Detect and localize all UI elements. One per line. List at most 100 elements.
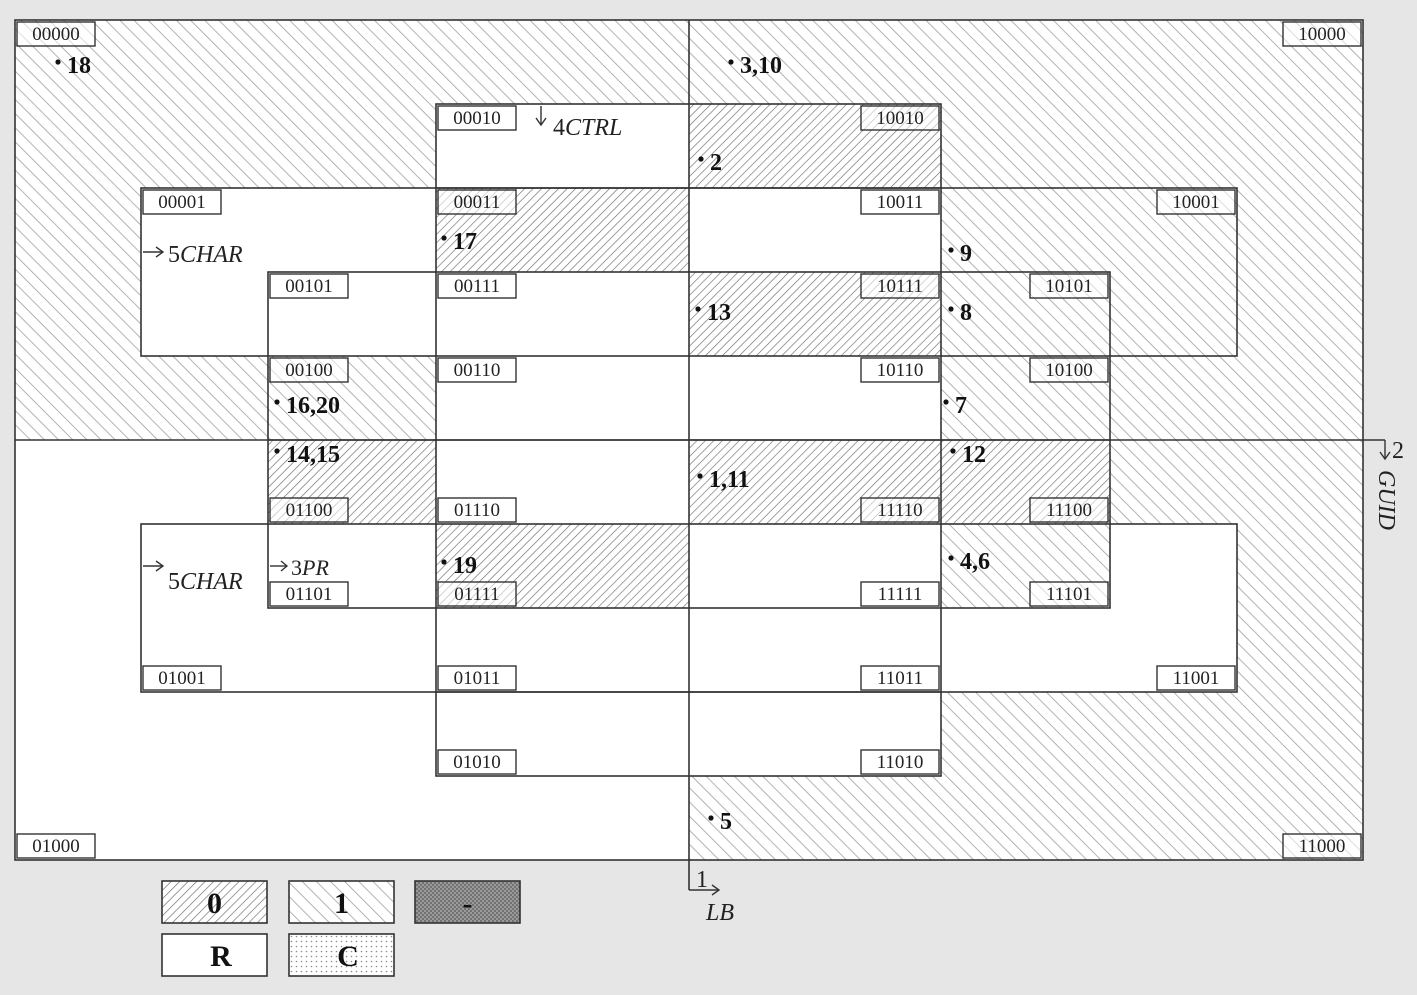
regions-one-inner — [268, 188, 1237, 608]
lb-variable-label: 1 LB — [689, 867, 734, 926]
cell-code-box — [437, 665, 517, 691]
cell-code-text: 11110 — [877, 500, 922, 521]
cell-code-text: 01111 — [454, 584, 499, 605]
cell-code-text: 01010 — [453, 752, 501, 773]
cell-code-text: 11101 — [1046, 584, 1092, 605]
minterm-point: 1,11 — [697, 467, 750, 493]
cell-code-label: 01110 — [437, 497, 517, 523]
point-dot — [948, 555, 954, 561]
cell-code-box — [1029, 497, 1109, 523]
point-label: 1,11 — [709, 467, 750, 493]
minterm-point: 12 — [950, 442, 986, 468]
cell-code-label: 10110 — [860, 357, 940, 383]
cell-code-label: 10111 — [860, 273, 940, 299]
cell-code-text: 01101 — [286, 584, 333, 605]
legend-item-zero: 0 — [161, 880, 268, 924]
minterm-point: 13 — [695, 300, 731, 326]
variable-labels: 4CTRL 5CHAR 5CHAR 3PR 2 GUID 1 LB — [143, 106, 1404, 926]
cell-code-box — [860, 273, 940, 299]
cell-code-text: 01001 — [158, 668, 206, 689]
point-dot — [728, 59, 734, 65]
svg-text:3PR: 3PR — [291, 555, 329, 580]
cell-code-label: 11101 — [1029, 581, 1109, 607]
cell-code-text: 10010 — [876, 108, 924, 129]
cell-code-text: 00101 — [285, 276, 333, 297]
cell-code-text: 10111 — [877, 276, 923, 297]
minterm-point: 14,15 — [274, 442, 340, 468]
point-dot — [698, 156, 704, 162]
cell-code-label: 00110 — [437, 357, 517, 383]
cell-code-box — [860, 189, 940, 215]
cell-code-box — [1029, 273, 1109, 299]
cell-code-text: 10000 — [1298, 24, 1346, 45]
cell-code-box — [1029, 581, 1109, 607]
cell-code-text: 01110 — [454, 500, 500, 521]
cell-code-label: 11010 — [860, 749, 940, 775]
svg-text:2: 2 — [1392, 438, 1404, 464]
point-label: 9 — [960, 241, 972, 267]
minterm-point: 16,20 — [274, 393, 340, 419]
svg-text:-: - — [463, 887, 473, 920]
cell-code-label: 10010 — [860, 105, 940, 131]
point-label: 13 — [707, 300, 731, 326]
cell-code-text: 11011 — [877, 668, 923, 689]
cell-code-box — [269, 273, 349, 299]
point-dot — [55, 59, 61, 65]
point-dot — [950, 448, 956, 454]
cell-code-label: 01100 — [269, 497, 349, 523]
char-bottom-variable-label: 5CHAR — [143, 560, 243, 595]
point-dot — [274, 448, 280, 454]
legend-item-dash: - — [414, 880, 521, 924]
cell-code-text: 00110 — [454, 360, 501, 381]
cell-code-label: 01001 — [142, 665, 222, 691]
svg-text:LB: LB — [705, 900, 734, 926]
point-dot — [441, 559, 447, 565]
svg-text:C: C — [337, 940, 359, 973]
cell-code-label: 11001 — [1156, 665, 1236, 691]
point-label: 14,15 — [286, 442, 340, 468]
cell-code-box — [437, 749, 517, 775]
point-dot — [948, 247, 954, 253]
minterm-point: 4,6 — [948, 549, 990, 575]
point-label: 8 — [960, 300, 972, 326]
cell-code-label: 00100 — [269, 357, 349, 383]
cell-code-box — [437, 497, 517, 523]
cell-code-label: 01111 — [437, 581, 517, 607]
pr-variable-label: 3PR — [270, 555, 329, 580]
minterm-point: 17 — [441, 229, 477, 255]
cell-code-text: 01100 — [286, 500, 333, 521]
cell-code-box — [860, 581, 940, 607]
cell-code-text: 11111 — [878, 584, 923, 605]
svg-text:5CHAR: 5CHAR — [168, 569, 243, 595]
point-label: 3,10 — [740, 53, 782, 79]
cell-code-label: 11110 — [860, 497, 940, 523]
minterm-point: 9 — [948, 241, 972, 267]
point-dot — [441, 235, 447, 241]
cell-code-label: 10011 — [860, 189, 940, 215]
minterm-point: 8 — [948, 300, 972, 326]
cell-code-label: 10001 — [1156, 189, 1236, 215]
cell-code-label: 01011 — [437, 665, 517, 691]
cell-code-label: 11000 — [1282, 833, 1362, 859]
point-label: 16,20 — [286, 393, 340, 419]
cell-code-text: 11010 — [877, 752, 924, 773]
cell-code-box — [860, 105, 940, 131]
svg-text:4CTRL: 4CTRL — [553, 115, 622, 141]
minterm-point: 3,10 — [728, 53, 782, 79]
legend-item-c: C — [288, 933, 395, 977]
minterm-point: 2 — [698, 150, 722, 176]
cell-code-box — [1156, 665, 1236, 691]
cell-code-box — [142, 665, 222, 691]
cell-code-box — [437, 105, 517, 131]
legend-item-r: R — [161, 933, 268, 977]
point-label: 18 — [67, 53, 91, 79]
point-label: 4,6 — [960, 549, 990, 575]
cell-code-box — [1282, 833, 1362, 859]
point-dot — [274, 399, 280, 405]
white-cells — [141, 104, 1237, 776]
cell-code-box — [269, 497, 349, 523]
cell-code-label: 00101 — [269, 273, 349, 299]
svg-text:5CHAR: 5CHAR — [168, 242, 243, 268]
